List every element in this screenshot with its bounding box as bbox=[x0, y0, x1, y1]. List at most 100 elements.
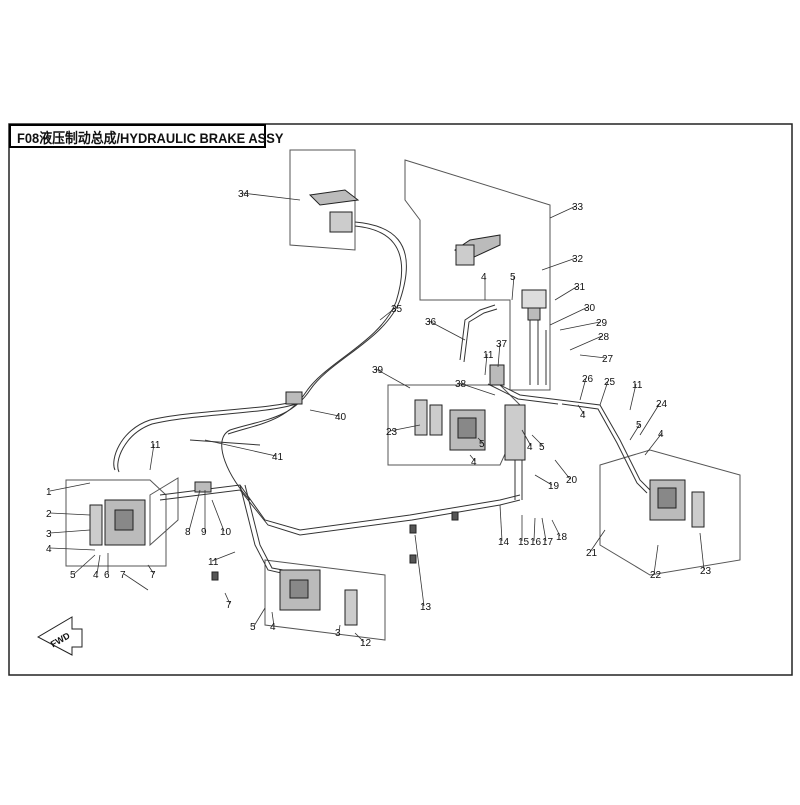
callout-leader-17 bbox=[338, 624, 341, 633]
callout-leader-52 bbox=[469, 454, 476, 462]
callout-leader-25 bbox=[534, 474, 553, 486]
callout-label-44: 4 bbox=[481, 272, 487, 283]
callout-leader-14 bbox=[224, 592, 231, 605]
hand-brake-lever bbox=[308, 189, 360, 206]
callout-label-53: 5 bbox=[479, 439, 485, 450]
master-cylinder-body bbox=[527, 307, 541, 321]
front-right-caliper-detail bbox=[289, 579, 309, 599]
callout-label-4: 4 bbox=[46, 544, 52, 555]
callout-label-51: 23 bbox=[386, 427, 398, 438]
callout-label-30: 4 bbox=[658, 429, 664, 440]
brake-line-front-right bbox=[239, 484, 291, 576]
brake-line-main-rear bbox=[159, 484, 521, 531]
brake-line-rear-right-2 bbox=[561, 403, 648, 494]
callout-label-58: 40 bbox=[335, 412, 347, 423]
callout-label-5: 5 bbox=[70, 570, 76, 581]
callout-label-3: 3 bbox=[46, 529, 52, 540]
callout-label-52: 4 bbox=[471, 457, 477, 468]
callout-label-11: 9 bbox=[201, 527, 207, 538]
handle-cable-bracket bbox=[285, 391, 303, 405]
callout-label-37: 27 bbox=[602, 354, 614, 365]
callout-leader-10 bbox=[188, 489, 201, 532]
callout-label-45: 5 bbox=[510, 272, 516, 283]
callout-label-43: 33 bbox=[572, 202, 584, 213]
callout-leader-32 bbox=[629, 423, 641, 441]
parts bbox=[89, 189, 705, 626]
callout-leader-42 bbox=[541, 257, 577, 271]
callout-label-38: 28 bbox=[598, 332, 610, 343]
callout-label-7: 6 bbox=[104, 570, 110, 581]
callout-leaders bbox=[49, 192, 705, 643]
callout-label-26: 20 bbox=[566, 475, 578, 486]
callout-leader-6 bbox=[96, 554, 101, 575]
callout-leader-53 bbox=[477, 437, 484, 444]
callout-label-35: 26 bbox=[582, 374, 594, 385]
brake-line-junction bbox=[194, 481, 212, 493]
callout-label-25: 19 bbox=[548, 481, 560, 492]
callout-label-33: 11 bbox=[632, 380, 643, 391]
callout-leader-37 bbox=[579, 354, 607, 359]
callout-leader-4 bbox=[49, 547, 96, 551]
callout-leader-8 bbox=[123, 573, 149, 591]
rear-right-brake-pad bbox=[691, 491, 705, 528]
callout-leader-31 bbox=[639, 402, 661, 436]
callout-leader-24 bbox=[551, 519, 561, 537]
callout-label-59: 41 bbox=[272, 452, 284, 463]
master-cylinder-reservoir bbox=[521, 289, 547, 309]
callout-leader-30 bbox=[644, 432, 663, 456]
callout-leader-48 bbox=[484, 353, 488, 376]
callout-leader-38 bbox=[569, 335, 603, 351]
callout-leader-5 bbox=[73, 554, 96, 575]
callout-leader-12 bbox=[211, 499, 225, 532]
callout-label-41: 31 bbox=[574, 282, 586, 293]
front-left-caliper-detail bbox=[114, 509, 134, 531]
callout-label-32: 5 bbox=[636, 420, 642, 431]
callout-label-12: 10 bbox=[220, 527, 232, 538]
callout-leader-9 bbox=[149, 443, 155, 471]
callout-label-47: 37 bbox=[496, 339, 508, 350]
brake-line-pedal-feed bbox=[459, 304, 496, 361]
panel-pedal-box bbox=[404, 159, 551, 391]
callout-label-21: 15 bbox=[518, 537, 530, 548]
rear-left-caliper-detail bbox=[457, 417, 477, 439]
callout-leader-15 bbox=[253, 607, 266, 627]
callout-label-22: 16 bbox=[530, 537, 542, 548]
brake-lines bbox=[113, 221, 651, 576]
callout-leader-39 bbox=[559, 321, 601, 331]
rear-left-brake-pad bbox=[414, 399, 428, 436]
brake-line-front-right-2 bbox=[244, 484, 295, 573]
callout-label-49: 38 bbox=[455, 379, 467, 390]
brake-line-rear-right bbox=[559, 399, 651, 491]
callout-leader-45 bbox=[511, 275, 515, 301]
brake-line-rear-tee-2 bbox=[487, 383, 559, 405]
callout-label-16: 4 bbox=[270, 622, 276, 633]
callout-leader-49 bbox=[458, 382, 496, 396]
callout-label-57: 35 bbox=[391, 304, 403, 315]
callout-label-56: 34 bbox=[238, 189, 250, 200]
front-right-brake-pad bbox=[344, 589, 358, 626]
callout-leader-20 bbox=[499, 504, 503, 542]
callout-leader-23 bbox=[541, 517, 547, 542]
front-left-brake-pad bbox=[89, 504, 103, 546]
hand-brake-bracket bbox=[329, 211, 353, 233]
panel-front-right-wheel bbox=[264, 559, 386, 641]
brake-line-main-rear-2 bbox=[159, 489, 521, 536]
callout-label-17: 3 bbox=[335, 628, 341, 639]
callout-label-1: 1 bbox=[46, 487, 52, 498]
callout-leader-26 bbox=[554, 459, 571, 480]
panel-rear-right bbox=[599, 449, 741, 576]
callout-label-18: 12 bbox=[360, 638, 372, 649]
callout-label-15: 5 bbox=[250, 622, 256, 633]
panel-handle-top bbox=[289, 149, 356, 251]
rear-left-brake-pad-2 bbox=[429, 404, 443, 436]
fwd-arrow: FWD bbox=[36, 616, 83, 656]
callout-leader-2 bbox=[49, 512, 91, 516]
callout-leader-43 bbox=[549, 205, 577, 219]
callout-label-54: 4 bbox=[527, 442, 533, 453]
callout-label-40: 30 bbox=[584, 303, 596, 314]
title-box: F08液压制动总成/HYDRAULIC BRAKE ASSY bbox=[9, 124, 283, 148]
panel-front-left-caliper bbox=[149, 477, 179, 547]
